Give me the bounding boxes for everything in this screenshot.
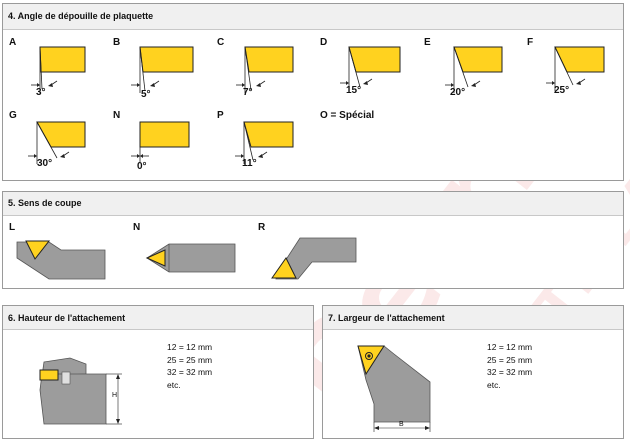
angle-label: 3° [36,87,46,98]
item-letter: E [424,37,431,48]
dimension-label-h: H [112,392,118,399]
clearance-angle-item-e: E 20° [424,37,514,102]
clearance-angle-item-g: G 30° [9,110,99,175]
size-item: 32 = 32 mm [167,367,213,377]
clearance-angle-item-a: A 3° [9,37,99,102]
shank-width-diagram: B [350,340,450,438]
section-header: 4. Angle de dépouille de plaquette [3,4,623,30]
clearance-angle-special: O = Spécial [320,110,440,126]
item-letter: P [217,110,224,121]
angle-label: 5° [141,89,151,100]
item-letter: G [9,110,17,121]
insert-diagram [131,46,194,93]
cutting-direction-item-n: N [133,222,243,282]
special-label: O = Spécial [320,110,375,121]
tool-holder-top-view [357,345,431,432]
clearance-angle-item-c: C 7° [217,37,307,102]
size-item: 12 = 12 mm [167,342,213,352]
item-letter: A [9,37,17,48]
section-title: 5. Sens de coupe [8,198,82,208]
size-item: etc. [167,379,181,390]
tool-holder-neutral-diagram [145,243,236,273]
angle-label: 30° [37,158,53,169]
clearance-angle-item-d: D 15° [320,37,410,102]
shank-height-size-list: 12 = 12 mm 25 = 25 mm 32 = 32 mm etc. [167,341,212,391]
angle-label: 11° [242,158,257,169]
angle-label: 20° [450,87,466,98]
clearance-angle-item-n: N 0° [113,110,203,175]
insert-diagram [131,121,190,162]
insert-diagram [236,46,294,93]
clearance-angle-item-p: P 11° [217,110,307,175]
item-letter: N [113,110,121,121]
section-title: 7. Largeur de l'attachement [328,313,445,323]
size-item: 32 = 32 mm [487,367,533,377]
item-letter: F [527,37,534,48]
section-header: 7. Largeur de l'attachement [323,306,623,330]
cutting-direction-item-r: R [258,222,368,282]
clearance-angle-item-f: F 25° [527,37,617,102]
section-title: 6. Hauteur de l'attachement [8,313,126,323]
size-item: etc. [487,379,501,390]
tool-holder-right-diagram [271,237,357,280]
angle-label: 7° [243,87,253,98]
insert-diagram [340,46,401,91]
cutting-direction-item-l: L [9,222,119,282]
insert-diagram [31,46,86,93]
angle-label: 0° [137,161,147,172]
tool-holder-side-view [39,357,122,425]
section-header: 6. Hauteur de l'attachement [3,306,313,330]
angle-label: 15° [346,85,362,96]
shank-width-size-list: 12 = 12 mm 25 = 25 mm 32 = 32 mm etc. [487,341,532,391]
section-header: 5. Sens de coupe [3,192,623,216]
item-letter: D [320,37,328,48]
item-letter: R [258,222,266,233]
insert-diagram [546,46,605,91]
dimension-label-b: B [399,421,404,428]
clearance-angle-item-b: B 5° [113,37,203,102]
item-letter: C [217,37,225,48]
item-letter: N [133,222,141,233]
angle-label: 25° [554,85,570,96]
size-item: 25 = 25 mm [487,354,533,365]
size-item: 25 = 25 mm [167,354,213,365]
item-letter: B [113,37,121,48]
tool-holder-left-diagram [16,240,106,280]
insert-diagram [28,121,86,164]
insert-diagram [235,121,294,164]
size-item: 12 = 12 mm [487,342,533,352]
shank-height-diagram: H [30,348,140,438]
section-title: 4. Angle de dépouille de plaquette [8,11,154,21]
insert-diagram [445,46,503,93]
section-insert-clearance-angle: 4. Angle de dépouille de plaquette [2,3,624,181]
item-letter: L [9,222,16,233]
